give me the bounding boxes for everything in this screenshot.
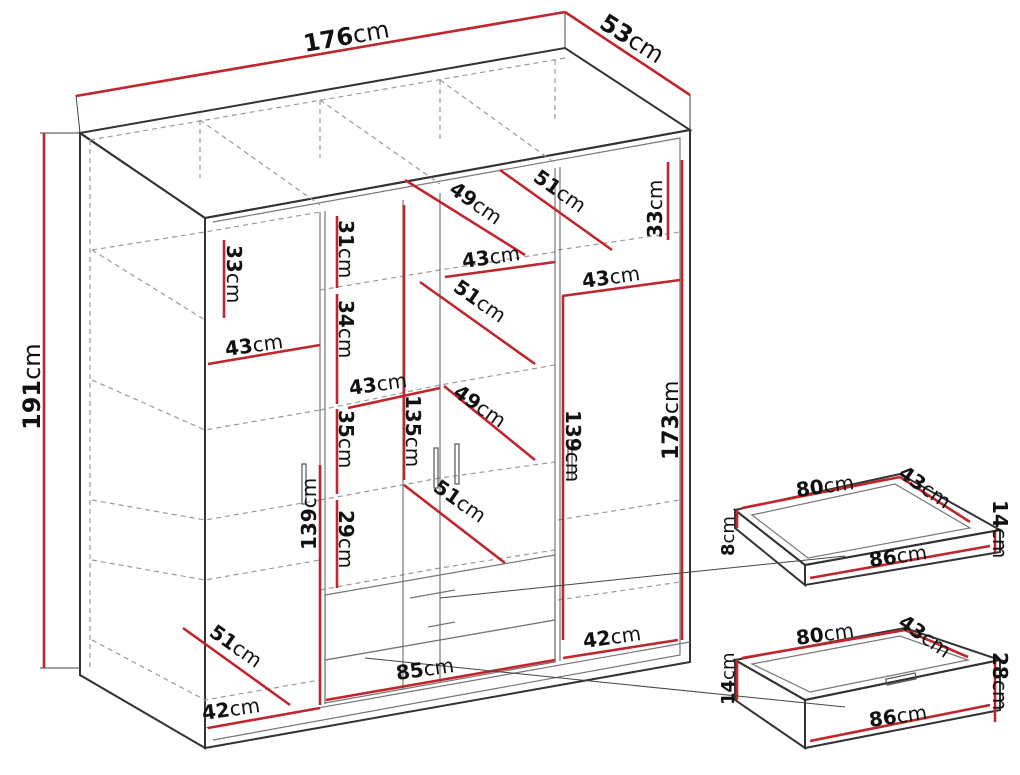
wardrobe-front — [204, 128, 691, 750]
label-overall-depth: 53cm — [595, 8, 669, 69]
label-left-section-height: 139cm — [297, 478, 321, 550]
label-large-drawer-width: 80cm — [794, 618, 855, 650]
dim-overall-width — [75, 10, 566, 98]
label-middle-second-height: 34cm — [334, 300, 358, 358]
label-small-drawer-front: 86cm — [867, 540, 928, 572]
label-middle-mid-depth: 49cm — [449, 379, 511, 432]
door-handle-left — [433, 447, 439, 489]
label-right-bottom-width: 42cm — [581, 621, 642, 653]
large-drawer-detail — [364, 626, 1004, 750]
label-middle-drawer-width: 85cm — [394, 653, 455, 685]
label-middle-upper-depth: 51cm — [449, 274, 511, 327]
label-middle-third-height: 35cm — [334, 410, 358, 468]
label-left-top-shelf-height: 33cm — [222, 245, 246, 303]
label-small-drawer-height: 8cm — [718, 516, 739, 556]
extension-lines — [40, 12, 691, 669]
label-small-drawer-side: 14cm — [988, 500, 1012, 558]
label-overall-height: 191cm — [18, 343, 46, 430]
label-small-drawer-width: 80cm — [794, 470, 855, 502]
door-handle-side-left — [301, 463, 307, 505]
label-middle-door-height: 135cm — [401, 395, 425, 467]
label-right-inner-height: 139cm — [561, 410, 585, 482]
label-large-drawer-side: 28cm — [988, 652, 1012, 710]
door-handle-right — [454, 443, 460, 485]
label-right-door-height: 173cm — [659, 381, 684, 460]
lower-drawer-front — [324, 619, 556, 704]
wardrobe-front-inner — [212, 137, 681, 741]
label-right-top-height: 33cm — [643, 180, 667, 238]
label-left-shelf-width: 43cm — [223, 329, 284, 361]
label-large-drawer-depth: 43cm — [894, 609, 956, 662]
label-overall-width: 176cm — [301, 15, 391, 58]
label-right-top-width: 43cm — [580, 261, 641, 293]
dim-overall-depth — [564, 10, 691, 97]
label-middle-top-height: 31cm — [334, 220, 358, 278]
dimension-lines — [42, 10, 691, 730]
large-drawer-leader-line — [364, 657, 846, 708]
label-small-drawer-depth: 43cm — [894, 460, 956, 513]
door-handle-side-right — [567, 439, 573, 481]
wardrobe-top-face — [77, 46, 693, 220]
label-middle-lower-depth: 51cm — [429, 474, 491, 527]
label-middle-shelf-width: 43cm — [347, 368, 408, 400]
label-middle-top-width: 43cm — [460, 241, 521, 273]
small-drawer-detail — [439, 472, 1003, 599]
label-middle-fourth-height: 29cm — [334, 510, 358, 568]
wardrobe-left-side — [79, 131, 206, 750]
label-middle-top-depth: 49cm — [445, 176, 507, 229]
large-drawer-handle — [884, 672, 918, 686]
label-left-bottom-width: 42cm — [200, 693, 261, 725]
small-drawer-leader-line — [439, 555, 846, 599]
label-large-drawer-height: 14cm — [718, 653, 739, 706]
label-large-drawer-front: 86cm — [867, 700, 928, 732]
